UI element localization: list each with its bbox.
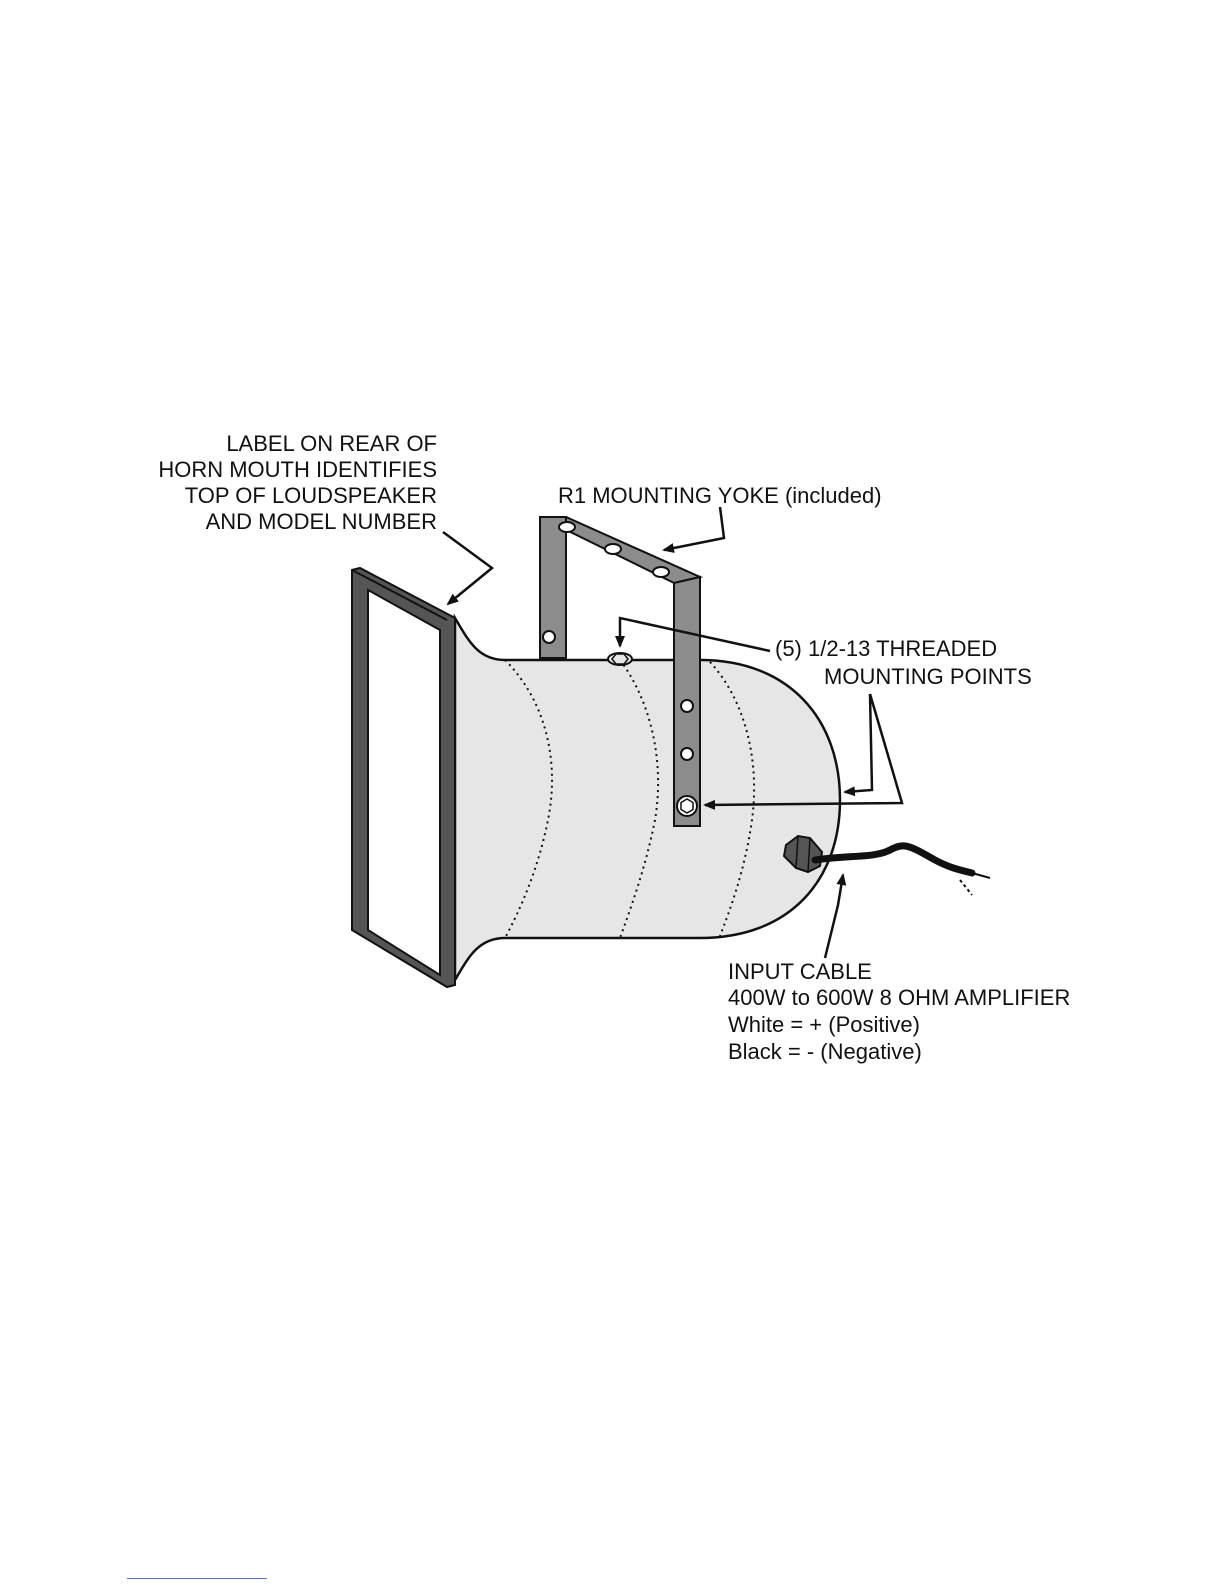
horn-label-line-3: TOP OF LOUDSPEAKER <box>185 483 437 508</box>
input-cable-line-1: INPUT CABLE <box>728 959 872 984</box>
callout-horn-label: LABEL ON REAR OF HORN MOUTH IDENTIFIES T… <box>158 431 437 534</box>
yoke-hole <box>681 748 693 760</box>
footnote-rule <box>127 1578 267 1579</box>
yoke-hole <box>605 544 621 554</box>
yoke-hole <box>653 567 669 577</box>
horn-label-line-4: AND MODEL NUMBER <box>206 509 437 534</box>
top-mounting-point <box>608 653 632 665</box>
horn-label-leader <box>443 532 492 604</box>
input-cable-leader <box>825 875 843 958</box>
input-cable-line-3: White = + (Positive) <box>728 1012 920 1037</box>
yoke-leader <box>664 507 724 550</box>
input-cable-line-4: Black = - (Negative) <box>728 1039 922 1064</box>
yoke-hole <box>543 631 555 643</box>
horn-body <box>455 618 840 980</box>
horn-mouth-frame <box>352 568 455 987</box>
mounting-points-line-2: MOUNTING POINTS <box>824 664 1032 689</box>
input-cable-line-2: 400W to 600W 8 OHM AMPLIFIER <box>728 985 1070 1010</box>
mounting-points-line-1: (5) 1/2-13 THREADED <box>775 636 997 661</box>
yoke-hole <box>681 700 693 712</box>
horn-label-line-2: HORN MOUTH IDENTIFIES <box>158 457 437 482</box>
yoke-callout: R1 MOUNTING YOKE (included) <box>558 483 882 508</box>
yoke-hole <box>559 522 575 532</box>
horn-label-line-1: LABEL ON REAR OF <box>226 431 437 456</box>
mounting-points-leader-upper <box>845 694 872 792</box>
callout-input-cable: INPUT CABLE 400W to 600W 8 OHM AMPLIFIER… <box>728 959 1070 1064</box>
callout-mounting-points: (5) 1/2-13 THREADED MOUNTING POINTS <box>775 636 1032 689</box>
